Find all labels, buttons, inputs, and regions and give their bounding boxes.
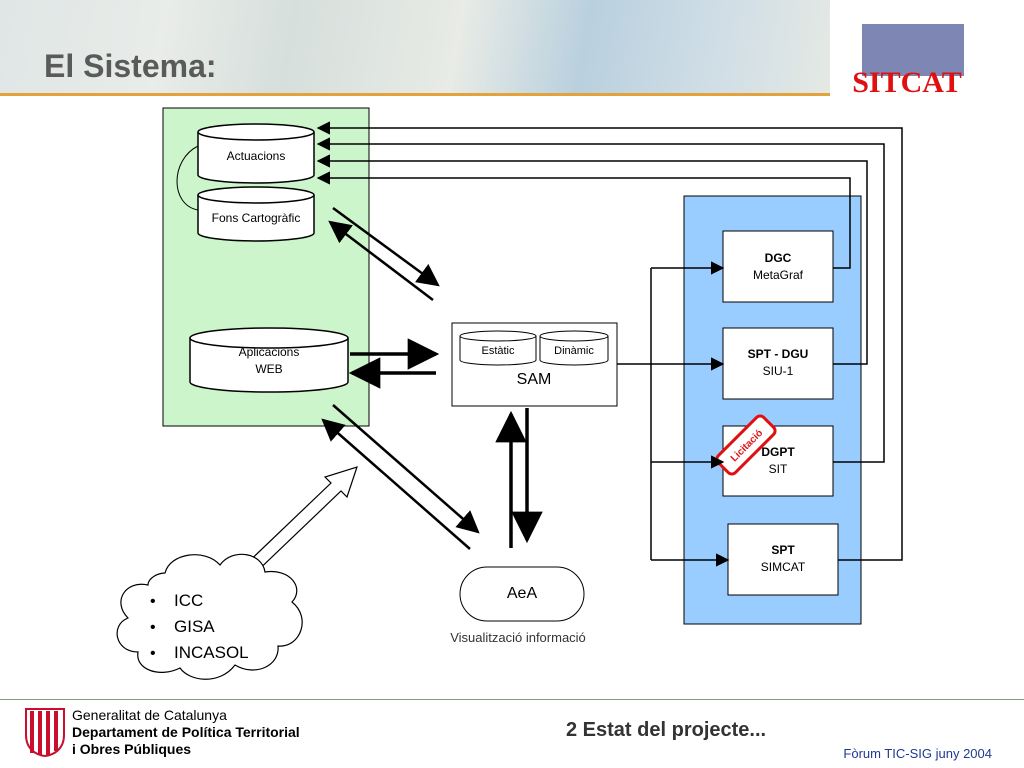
header-rule (0, 93, 830, 96)
db-web-label: WEB (255, 362, 282, 376)
section-title: 2 Estat del projecte... (566, 719, 767, 741)
sam-dinamic-label: Dinàmic (554, 345, 594, 357)
db-actuacions: Actuacions (197, 123, 315, 184)
db-aplicacions-web: Aplicacions WEB (189, 327, 349, 393)
external-bodies-cloud: • ICC • GISA • INCASOL (116, 553, 303, 680)
page-title: El Sistema: (44, 48, 217, 84)
org-line-2: Departament de Política Territorial (72, 724, 300, 740)
source-sub: SIT (769, 462, 788, 476)
aea-node: AeA (459, 566, 585, 622)
source-name: SPT (771, 543, 795, 557)
bullet-dot: • (150, 619, 156, 636)
sitcat-logo-text: SITCAT (852, 66, 962, 99)
external-item-1: GISA (174, 617, 215, 636)
generalitat-logo-icon (25, 708, 65, 757)
bullet-dot: • (150, 593, 156, 610)
aea-label: AeA (507, 585, 538, 602)
source-name: DGC (765, 251, 792, 265)
header-map-banner (0, 0, 830, 95)
db-fons-cartografic: Fons Cartogràfic (197, 186, 315, 242)
source-box-dgc: DGC MetaGraf (722, 230, 834, 303)
sam-box: Estàtic Dinàmic SAM (451, 322, 618, 407)
db-aplicacions-label: Aplicacions (239, 345, 300, 359)
sam-estatic-label: Estàtic (481, 345, 515, 357)
db-actuacions-label: Actuacions (227, 149, 286, 163)
aea-caption: Visualització informació (450, 630, 586, 645)
org-line-1: Generalitat de Catalunya (72, 707, 227, 723)
system-diagram: Actuacions Fons Cartogràfic Aplicacions … (116, 107, 903, 680)
source-name: DGPT (761, 445, 795, 459)
footer-rule (0, 699, 1024, 700)
source-box-spt-dgu: SPT - DGU SIU-1 (722, 327, 834, 400)
external-item-2: INCASOL (174, 643, 249, 662)
organization-name: Generalitat de Catalunya Departament de … (72, 707, 300, 758)
external-feed-arrow (239, 466, 358, 579)
source-sub: SIMCAT (761, 560, 806, 574)
source-sub: SIU-1 (763, 364, 794, 378)
org-line-3: i Obres Públiques (72, 741, 192, 757)
source-box-spt: SPT SIMCAT (727, 523, 839, 596)
sam-aea-arrows (495, 408, 543, 548)
source-name: SPT - DGU (748, 347, 809, 361)
sam-label: SAM (517, 371, 552, 388)
web-sam-arrows (348, 338, 440, 389)
fons-sam-arrows (328, 206, 440, 301)
source-sub: MetaGraf (753, 268, 804, 282)
distribution-connectors (617, 261, 730, 567)
sitcat-logo-map-icon (862, 24, 964, 76)
external-item-0: ICC (174, 591, 203, 610)
db-fons-label: Fons Cartogràfic (212, 211, 301, 225)
web-aea-arrows (321, 404, 480, 550)
bullet-dot: • (150, 645, 156, 662)
feedback-connectors (316, 121, 903, 561)
db-link-curve (176, 145, 199, 211)
event-label: Fòrum TIC-SIG juny 2004 (843, 746, 992, 761)
